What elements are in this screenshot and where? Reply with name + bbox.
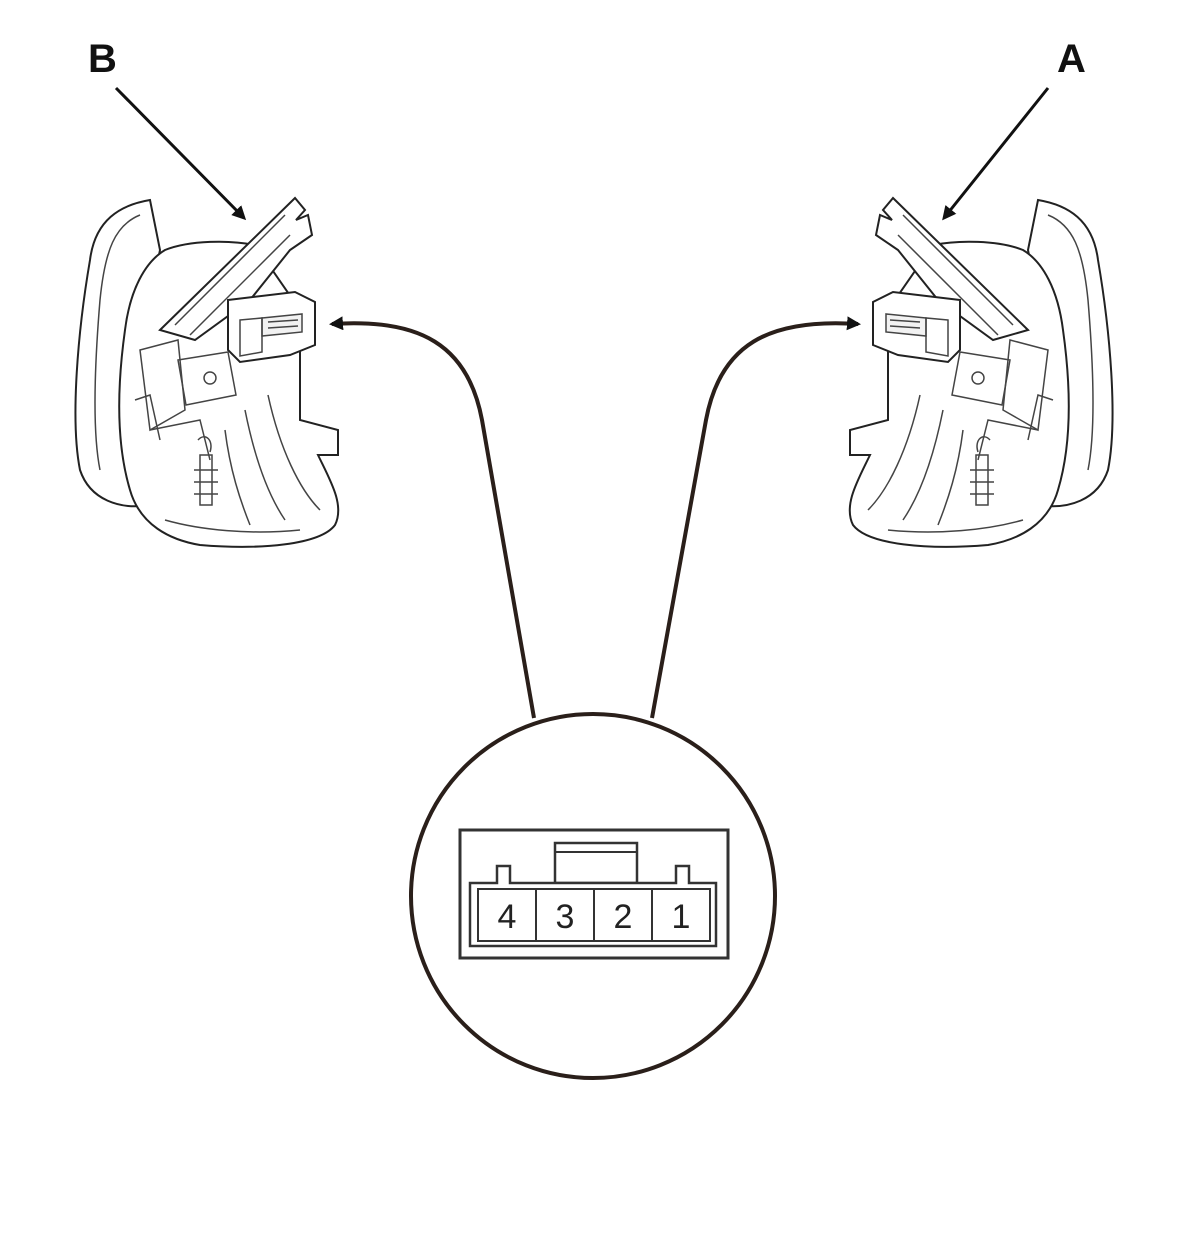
label-a: A bbox=[1057, 37, 1086, 81]
pin-cell-1 bbox=[651, 888, 711, 942]
connector-face: 4 3 2 1 bbox=[458, 828, 730, 960]
leader-arrow-b bbox=[114, 86, 247, 221]
wire-arrow-to-a bbox=[650, 316, 861, 719]
pin-cell-3 bbox=[535, 888, 595, 942]
switch-b-illustration bbox=[74, 197, 340, 548]
pin-label-1: 1 bbox=[672, 898, 691, 936]
label-b: B bbox=[88, 37, 117, 81]
pin-label-3: 3 bbox=[556, 898, 575, 936]
wire-arrow-to-b bbox=[329, 316, 536, 719]
pin-cell-4 bbox=[477, 888, 537, 942]
pin-label-2: 2 bbox=[614, 898, 633, 936]
pin-cell-2 bbox=[593, 888, 653, 942]
switch-a-illustration bbox=[848, 197, 1114, 548]
pin-label-4: 4 bbox=[498, 898, 517, 936]
leader-arrow-a bbox=[942, 87, 1050, 221]
